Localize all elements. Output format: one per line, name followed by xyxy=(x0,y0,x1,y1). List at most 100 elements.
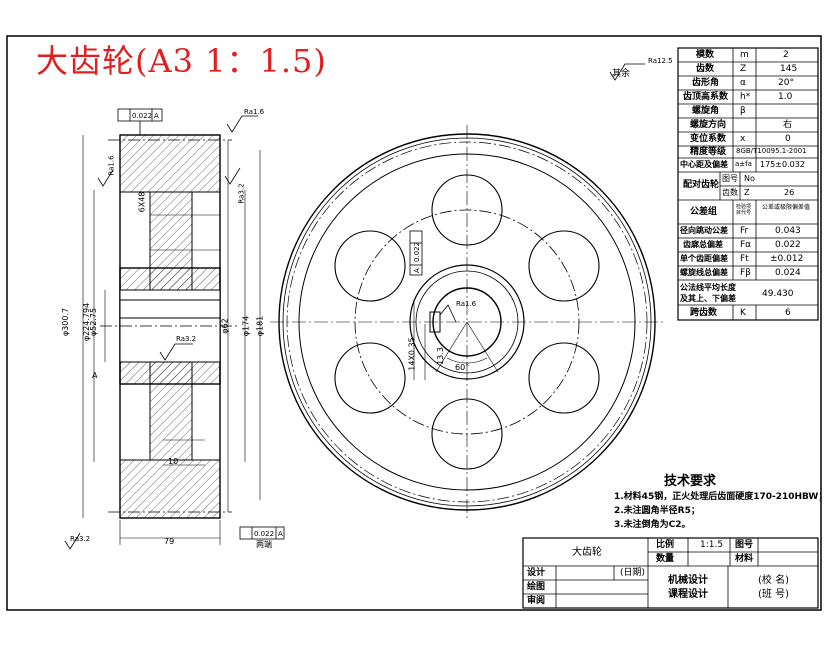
roughness-top-right: Ra12.5 xyxy=(648,57,673,65)
runout-bore-value: 0.022 xyxy=(413,242,421,262)
dim-angle: 60° xyxy=(455,363,470,372)
param-name-8: 中心距及偏差 xyxy=(680,160,728,169)
tb-date: (日期) xyxy=(620,568,646,578)
param-name-2: 齿形角 xyxy=(692,78,720,88)
tech-title: 技术要求 xyxy=(664,474,717,489)
check-name-2: 单个齿距偏差 xyxy=(680,254,728,263)
mating-teeth-label: 齿数 xyxy=(722,188,738,197)
tb-qty: 数量 xyxy=(656,554,675,564)
runout-bore-datum: A xyxy=(413,268,421,273)
drawing-title: 大齿轮(A3 1：1.5) xyxy=(36,42,327,80)
span-label-2: 及其上、下偏差 xyxy=(680,294,736,303)
param-table-grid xyxy=(677,47,819,321)
check-sym-2: Ft xyxy=(740,254,749,264)
dim-rim-inner: φ174 xyxy=(241,315,251,337)
roughness-hub: Ra3.2 xyxy=(176,335,197,343)
dim-bore-label: 13.3 xyxy=(435,347,445,365)
check-val-0: 0.043 xyxy=(775,226,801,236)
tol-group-col1: 检验项目代号 xyxy=(736,204,752,216)
tb-scale-label: 比例 xyxy=(656,540,675,550)
param-val-8: 175±0.032 xyxy=(760,160,805,169)
tb-drawing-no: 图号 xyxy=(735,540,754,550)
runout-top-value: 0.022 xyxy=(132,112,152,120)
runout-bottom-value: 0.022 xyxy=(254,530,274,538)
param-name-5: 螺旋方向 xyxy=(690,120,727,130)
check-sym-3: Fβ xyxy=(740,268,751,278)
roughness-top-side: Ra1.6 xyxy=(244,108,265,116)
param-val-0: 2 xyxy=(783,50,789,60)
param-name-1: 齿数 xyxy=(696,64,715,74)
param-name-4: 螺旋角 xyxy=(692,106,720,116)
dim-hub-depth: 10 xyxy=(168,457,179,466)
param-val-2: 20° xyxy=(778,78,794,88)
roughness-side-left2: Ra3.2 xyxy=(237,183,246,204)
mating-no-label: 图号 xyxy=(722,174,738,183)
check-name-3: 螺旋线总偏差 xyxy=(680,268,728,277)
tb-draw: 绘图 xyxy=(527,582,546,592)
title-block-grid xyxy=(522,537,819,609)
param-sym-2: α xyxy=(740,78,746,88)
tb-material: 材料 xyxy=(735,554,754,564)
check-sym-0: Fr xyxy=(740,226,749,236)
param-sym-4: β xyxy=(740,106,746,116)
tb-design: 设计 xyxy=(527,568,546,578)
roughness-bottom-left: Ra3.2 xyxy=(70,535,91,543)
section-view xyxy=(82,134,261,545)
param-val-3: 1.0 xyxy=(778,92,793,102)
param-sym-0: m xyxy=(740,50,749,60)
section-label-A: A xyxy=(92,371,98,380)
tech-line-2: 2.未注圆角半径R5； xyxy=(614,506,700,516)
span-val: 49.430 xyxy=(762,289,794,299)
dim-web-width: 79 xyxy=(164,537,175,546)
runout-frame-top xyxy=(117,108,163,135)
runout-bottom-datum: A xyxy=(278,530,283,538)
mating-no-val: No xyxy=(744,174,755,183)
param-val-7: 8GB/T10095.1-2001 xyxy=(736,147,807,155)
tol-group-label: 公差组 xyxy=(690,207,718,217)
param-sym-3: h* xyxy=(740,92,751,102)
tb-part: 大齿轮 xyxy=(572,547,602,558)
span-teeth-name: 跨齿数 xyxy=(690,308,718,318)
drawing-border xyxy=(6,35,822,611)
param-sym-6: x xyxy=(740,134,746,144)
mating-teeth-sym: Z xyxy=(744,188,750,197)
label-both-sides: 两端 xyxy=(256,540,272,549)
runout-top-datum: A xyxy=(154,112,159,120)
param-val-5: 右 xyxy=(783,120,793,130)
check-name-0: 径向跳动公差 xyxy=(680,226,728,235)
tb-scale-val: 1:1.5 xyxy=(700,540,724,550)
param-sym-1: Z xyxy=(740,64,747,74)
dim-outer-diameter: φ300.7 xyxy=(61,307,71,337)
span-teeth-val: 6 xyxy=(785,308,791,318)
check-val-3: 0.024 xyxy=(775,268,801,278)
roughness-rest-label: 其余 xyxy=(612,69,631,79)
dim-bore-hub: φ52.75 xyxy=(89,307,99,337)
roughness-bore: Ra1.6 xyxy=(456,300,477,308)
param-name-0: 模数 xyxy=(696,50,715,60)
param-name-3: 齿顶高系数 xyxy=(683,92,729,102)
check-val-1: 0.022 xyxy=(775,240,801,250)
param-name-7: 精度等级 xyxy=(690,147,727,157)
check-name-1: 齿廓总偏差 xyxy=(683,240,723,249)
runout-frame-bottom xyxy=(239,526,285,540)
dim-pitch: φ181 xyxy=(255,315,265,337)
param-val-6: 0 xyxy=(785,134,791,144)
param-name-6: 变位系数 xyxy=(690,134,727,144)
tb-class: (班 号) xyxy=(758,589,789,600)
span-teeth-sym: K xyxy=(740,308,746,318)
tb-school: (校 名) xyxy=(758,575,789,586)
param-val-1: 145 xyxy=(780,64,798,74)
roughness-side-left: Ra1.6 xyxy=(107,155,116,176)
tb-check: 审阅 xyxy=(527,596,546,606)
tol-group-col2: 公差或极限偏差值 xyxy=(762,204,811,211)
check-val-2: ±0.012 xyxy=(770,254,804,264)
dim-key-height: 6X48 xyxy=(137,191,147,213)
mating-teeth-val: 26 xyxy=(784,188,795,197)
tech-line-1: 1.材料45钢，正火处理后齿面硬度170-210HBW； xyxy=(614,492,828,502)
mating-label: 配对齿轮 xyxy=(683,180,720,190)
roughness-symbols xyxy=(64,63,645,550)
tb-course2: 课程设计 xyxy=(668,589,708,600)
runout-frame-bore xyxy=(409,230,457,323)
tech-line-3: 3.未注倒角为C2。 xyxy=(614,520,691,530)
